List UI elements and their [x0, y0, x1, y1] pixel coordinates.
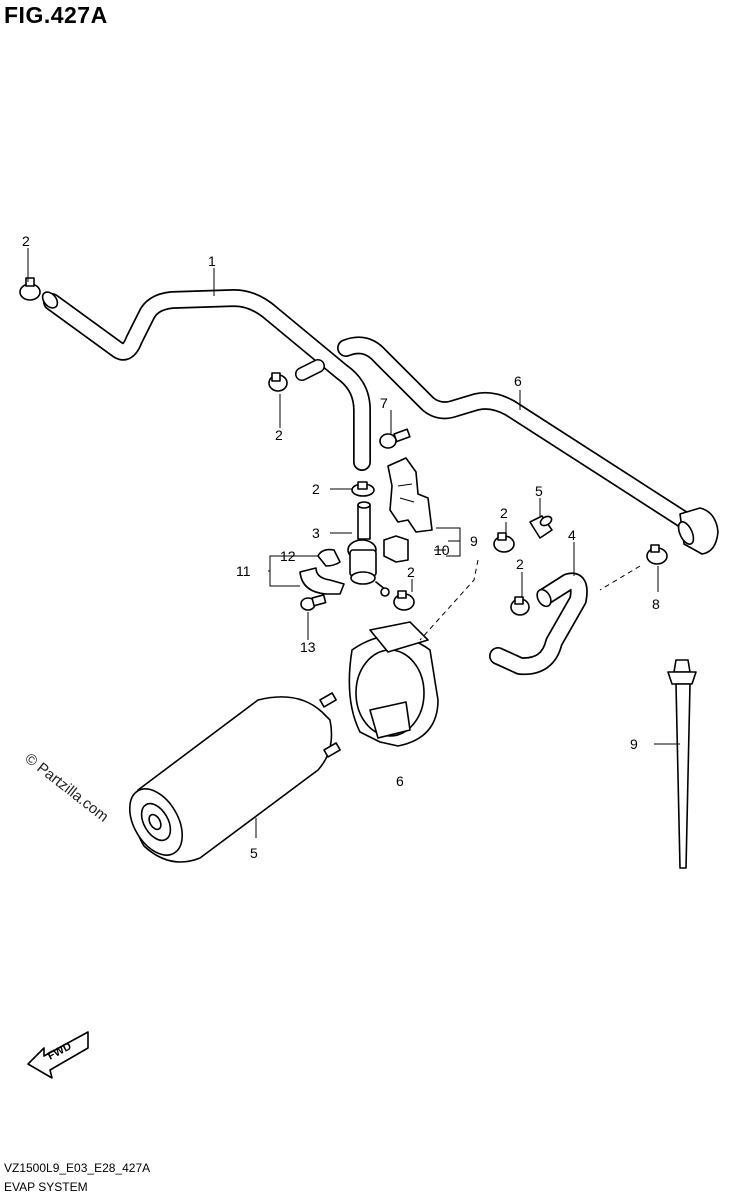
- callout-label: 2: [22, 233, 30, 249]
- cap-7: [529, 515, 553, 539]
- callout-label: 10: [434, 542, 450, 558]
- branch-pipe: [295, 359, 325, 381]
- bolt-13: [379, 428, 411, 449]
- callout-label: 8: [652, 596, 660, 612]
- canister-5: [128, 692, 341, 863]
- callout-label: 2: [516, 556, 524, 572]
- clamp-2e: [510, 596, 530, 616]
- callout-label: 9: [630, 736, 638, 752]
- bracket-11: [387, 457, 433, 533]
- callout-label: 2: [407, 564, 415, 580]
- holder-14: [299, 567, 345, 595]
- callout-label: 2: [275, 427, 283, 443]
- figure-title: FIG.427A: [4, 2, 108, 28]
- callout-label: 11: [236, 563, 251, 579]
- leader-lines: [27, 248, 680, 838]
- callout-label: 6: [514, 373, 522, 389]
- valve-3: [347, 501, 390, 597]
- hose-1: [41, 289, 371, 471]
- callout-label: 1: [208, 253, 216, 269]
- model-code: VZ1500L9_E03_E28_427A: [4, 1161, 151, 1175]
- system-name: EVAP SYSTEM: [4, 1180, 88, 1194]
- callout-label: 9: [470, 533, 478, 549]
- clamp-9: [646, 544, 668, 565]
- callout-label: 4: [568, 527, 576, 543]
- clamp-2d: [493, 532, 515, 553]
- callout-label: 5: [535, 483, 543, 499]
- fwd-arrow-icon: FWD: [27, 1031, 89, 1079]
- callout-label: 2: [312, 481, 320, 497]
- bracket-6: [348, 621, 439, 747]
- hose-4: [489, 572, 588, 676]
- callout-label: 7: [380, 395, 388, 411]
- callout-label: 12: [280, 548, 296, 564]
- callout-label: 3: [312, 525, 320, 541]
- clamp-2f: [393, 590, 415, 611]
- clamp-2a: [19, 277, 41, 301]
- bolt-16: [300, 594, 327, 611]
- tie-10: [667, 659, 697, 869]
- clamp-2b: [268, 372, 288, 392]
- callout-label: 5: [250, 845, 258, 861]
- cushion-15: [317, 548, 341, 567]
- callout-label: 13: [300, 639, 316, 655]
- clip-12: [383, 535, 409, 563]
- hose-8: [337, 336, 719, 555]
- callout-labels: 2 1 2 2 3 7 6 5 2 4 2 2 9 10 8 6 5 9 11 …: [22, 233, 660, 861]
- callout-label: 2: [500, 505, 508, 521]
- callout-label: 6: [396, 773, 404, 789]
- clamp-2c: [351, 481, 375, 497]
